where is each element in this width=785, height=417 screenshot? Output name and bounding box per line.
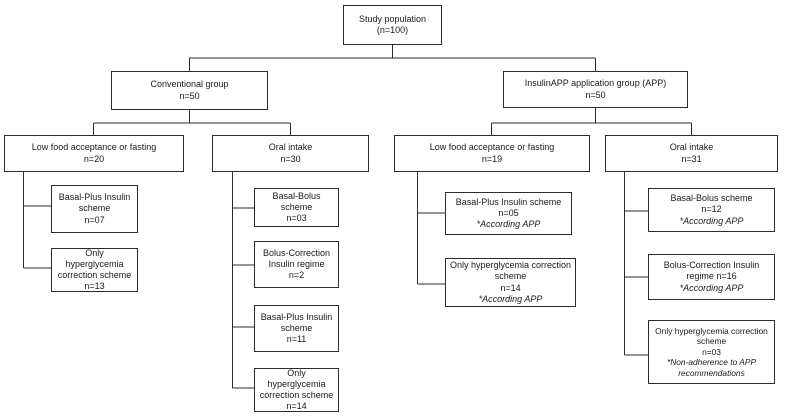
conv-oral-basal-plus-box: Basal-Plus Insulin scheme n=11 (254, 305, 339, 352)
app-low-basal-plus-line1: Basal-Plus Insulin scheme (455, 196, 562, 207)
conv-low-only-hyper-line2: correction scheme (57, 270, 132, 280)
app-oral-bolus-correction-line2: regime n=16 (686, 271, 737, 282)
app-oral-only-hyper-line2: scheme (696, 336, 727, 347)
conv-oral-basal-bolus-count: n=03 (286, 213, 307, 224)
app-low-basal-plus-note: *According APP (476, 219, 541, 230)
conv-oral-intake-box: Oral intake n=30 (212, 135, 369, 172)
app-oral-bolus-correction-box: Bolus-Correction Insulin regime n=16 *Ac… (648, 254, 775, 300)
app-oral-only-hyper-note1: *Non-adherence to APP (666, 357, 757, 368)
conv-low-only-hyper-count: n=13 (84, 281, 105, 292)
conv-oral-intake-title: Oral intake (268, 142, 313, 153)
conv-oral-only-hyper-line2: correction scheme (259, 390, 334, 400)
conv-low-basal-plus-count: n=07 (84, 214, 105, 225)
app-oral-intake-box: Oral intake n=31 (605, 135, 778, 172)
conv-low-basal-plus-line2: scheme (78, 203, 111, 214)
conv-oral-bolus-correction-line2: Insulin regime (268, 258, 325, 269)
conv-oral-intake-count: n=30 (280, 153, 301, 164)
app-low-basal-plus-count: n=05 (498, 207, 519, 218)
conv-low-basal-plus-box: Basal-Plus Insulin scheme n=07 (51, 185, 138, 233)
app-group-count: n=50 (585, 89, 606, 100)
app-oral-basal-bolus-line1: Basal-Bolus scheme (670, 193, 753, 204)
app-oral-basal-bolus-note: *According APP (679, 215, 744, 226)
conv-low-only-hyper-box: Only hyperglycemia correction scheme n=1… (51, 248, 138, 292)
app-oral-basal-bolus-box: Basal-Bolus scheme n=12 *According APP (648, 188, 775, 232)
conv-low-basal-plus-line1: Basal-Plus Insulin (58, 192, 131, 203)
conventional-group-count: n=50 (179, 90, 200, 101)
app-low-food-title: Low food acceptance or fasting (429, 142, 555, 153)
app-low-only-hyper-line1: Only hyperglycemia correction (449, 260, 572, 270)
app-oral-bolus-correction-note: *According APP (679, 282, 744, 293)
app-low-only-hyper-note: *According APP (478, 293, 543, 304)
app-group-title: InsulinAPP application group (APP) (524, 78, 667, 89)
app-group-box: InsulinAPP application group (APP) n=50 (503, 71, 688, 108)
conv-low-only-hyper-line1: Only hyperglycemia (65, 247, 124, 269)
conv-oral-only-hyper-line1: Only hyperglycemia (267, 367, 326, 389)
app-oral-only-hyper-count: n=03 (702, 346, 721, 357)
app-oral-intake-title: Oral intake (669, 142, 714, 153)
conventional-group-title: Conventional group (150, 79, 229, 90)
conv-oral-basal-bolus-line1: Basal-Bolus scheme (272, 190, 321, 212)
conv-low-food-title: Low food acceptance or fasting (31, 142, 157, 153)
conv-oral-basal-plus-count: n=11 (286, 334, 307, 345)
conv-low-food-count: n=20 (83, 153, 105, 164)
study-population-box: Study population (n=100) (343, 5, 442, 45)
app-oral-only-hyper-note2: recommendations (678, 367, 745, 378)
study-population-title: Study population (358, 13, 427, 24)
conv-oral-bolus-correction-line1: Bolus-Correction (262, 247, 331, 258)
app-oral-only-hyper-box: Only hyperglycemia correction scheme n=0… (648, 320, 775, 384)
study-population-count: (n=100) (376, 25, 409, 35)
conv-oral-bolus-correction-count: n=2 (288, 270, 305, 281)
conv-oral-basal-plus-line1: Basal-Plus Insulin (260, 311, 333, 322)
conv-oral-bolus-correction-box: Bolus-Correction Insulin regime n=2 (254, 241, 339, 288)
conv-low-food-box: Low food acceptance or fasting n=20 (4, 135, 184, 172)
conventional-group-box: Conventional group n=50 (111, 71, 268, 110)
app-oral-basal-bolus-count: n=12 (701, 204, 722, 215)
app-low-food-box: Low food acceptance or fasting n=19 (394, 135, 590, 172)
app-low-basal-plus-box: Basal-Plus Insulin scheme n=05 *Accordin… (445, 192, 572, 235)
conv-oral-basal-bolus-box: Basal-Bolus scheme n=03 (254, 188, 339, 227)
conv-oral-only-hyper-count: n=14 (286, 401, 307, 412)
app-low-only-hyper-line2: scheme (494, 271, 527, 282)
app-oral-intake-count: n=31 (681, 153, 702, 164)
app-low-food-count: n=19 (481, 153, 503, 164)
app-oral-bolus-correction-line1: Bolus-Correction Insulin (663, 260, 760, 271)
conv-oral-only-hyper-box: Only hyperglycemia correction scheme n=1… (254, 368, 339, 412)
app-low-only-hyper-box: Only hyperglycemia correction scheme n=1… (445, 258, 576, 307)
conv-oral-basal-plus-line2: scheme (280, 322, 313, 333)
app-low-only-hyper-count: n=14 (500, 282, 521, 293)
app-oral-only-hyper-line1: Only hyperglycemia correction (655, 325, 768, 336)
